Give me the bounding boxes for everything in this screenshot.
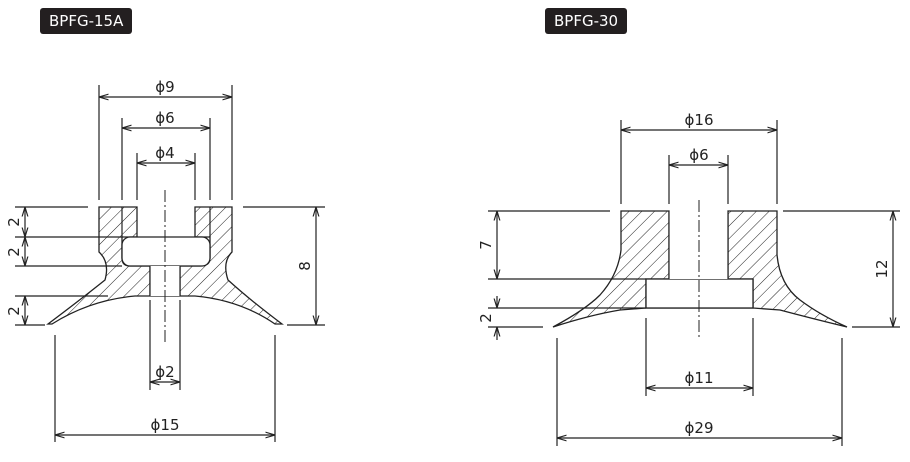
dim-phi11: ϕ11 [685,369,714,387]
dim-phi6: ϕ6 [155,109,174,127]
dim-h-stem: 7 [477,240,495,250]
dim-h-lip: 2 [477,313,495,323]
cup-section-bpfg-30 [552,200,848,340]
dim-phi16: ϕ16 [685,111,714,129]
dim-phi2: ϕ2 [155,363,174,381]
dim-phi6: ϕ6 [689,146,708,164]
dim-phi15: ϕ15 [151,416,180,434]
dim-phi9: ϕ9 [155,78,174,96]
dim-phi4: ϕ4 [155,144,174,162]
dim-h-total: 8 [296,261,314,271]
dimensions-bpfg-30: ϕ16 ϕ6 ϕ11 ϕ29 7 2 12 [477,111,900,446]
dim-h-lip: 2 [5,306,23,316]
dim-h-chamber: 2 [5,247,23,257]
dim-phi29: ϕ29 [685,419,714,437]
dim-h-total: 12 [873,259,891,278]
model-badge-bpfg-30: BPFG-30 [545,8,628,34]
dimensions-bpfg-15a: ϕ9 ϕ6 ϕ4 ϕ2 ϕ15 2 2 2 8 [5,78,325,442]
cup-section-bpfg-15a [46,190,284,345]
dim-h-top: 2 [5,217,23,227]
model-badge-bpfg-15a: BPFG-15A [40,8,133,34]
